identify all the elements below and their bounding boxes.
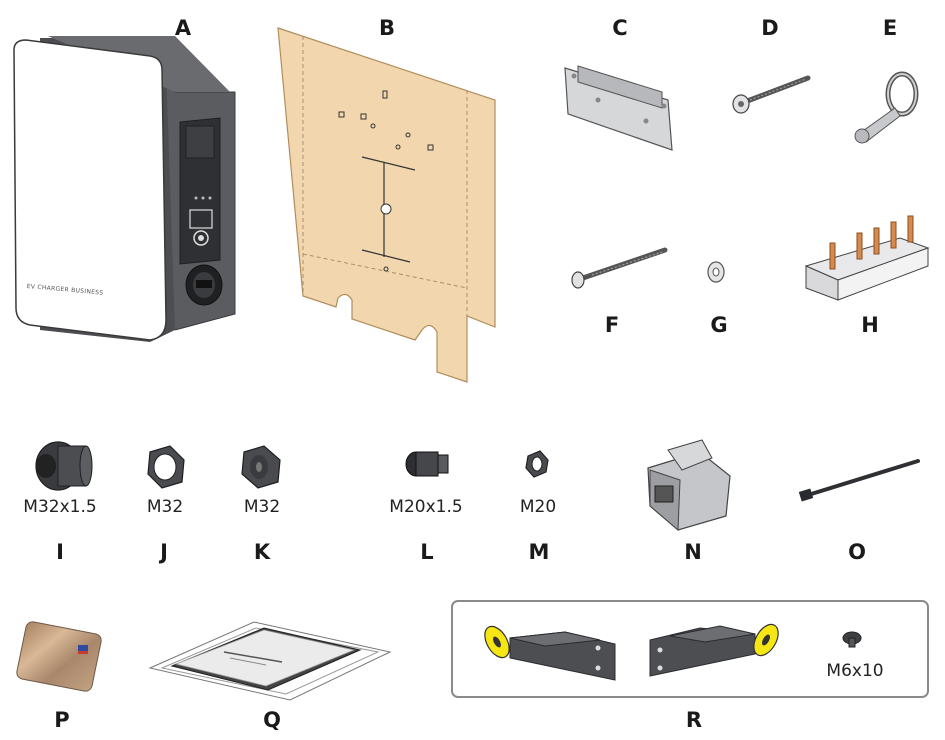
label-d: D <box>761 16 779 40</box>
key <box>854 71 919 144</box>
wall-bracket-left <box>484 625 616 681</box>
spec-l: M20x1.5 <box>389 497 463 517</box>
drilling-template <box>277 27 496 383</box>
washer <box>707 261 725 283</box>
spec-k: M32 <box>243 497 281 517</box>
cable-gland-m20 <box>405 451 449 477</box>
label-p: P <box>54 708 70 732</box>
label-r: R <box>685 708 703 732</box>
nut-m20 <box>525 450 549 478</box>
lock-nut-m32 <box>147 445 185 489</box>
cable-gland-m32 <box>35 441 93 491</box>
spec-j: M32 <box>146 497 184 517</box>
spec-m: M20 <box>519 497 557 517</box>
sealing-plug-m32 <box>241 445 281 489</box>
ev-charger-unit <box>13 36 236 342</box>
mounting-bracket <box>564 65 673 151</box>
wood-screw-d <box>732 75 811 114</box>
label-j: J <box>160 540 168 564</box>
label-m: M <box>528 540 550 564</box>
label-c: C <box>612 16 628 40</box>
label-i: I <box>56 540 64 564</box>
label-k: K <box>253 540 271 564</box>
label-q: Q <box>263 708 281 732</box>
label-n: N <box>684 540 702 564</box>
label-a: A <box>174 16 192 40</box>
label-h: H <box>861 313 879 337</box>
rfid-card <box>16 621 102 692</box>
busbar <box>804 215 930 301</box>
label-e: E <box>882 16 898 40</box>
cable-tie <box>798 459 920 502</box>
screw-m6x10 <box>842 631 862 648</box>
documentation <box>148 621 392 701</box>
wood-screw-f <box>571 247 668 289</box>
spec-r-screw: M6x10 <box>826 661 884 681</box>
wall-bracket-kit-frame <box>451 600 929 698</box>
rj45-keystone-jack <box>647 439 731 532</box>
wall-bracket-right <box>649 623 779 677</box>
label-l: L <box>420 540 434 564</box>
spec-i: M32x1.5 <box>23 497 97 517</box>
label-o: O <box>848 540 866 564</box>
label-g: G <box>710 313 728 337</box>
label-b: B <box>378 16 396 40</box>
label-f: F <box>604 313 620 337</box>
